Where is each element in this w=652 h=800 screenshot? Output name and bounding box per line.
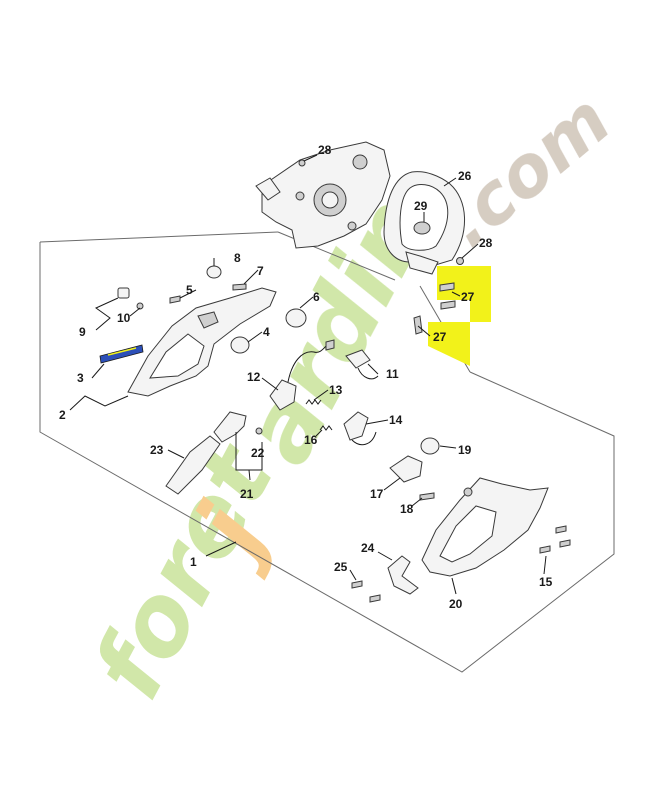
label-part-19: 19 [458,443,472,457]
label-part-27-lower: 27 [433,330,447,344]
label-part-8: 8 [234,251,241,265]
label-part-26: 26 [458,169,472,183]
label-part-14: 14 [389,413,403,427]
label-part-3: 3 [77,371,84,385]
label-part-17: 17 [370,487,384,501]
label-part-16: 16 [304,433,318,447]
leader-lines [69,154,547,595]
label-part-4: 4 [263,325,270,339]
label-part-25: 25 [334,560,348,574]
spring-parts [305,399,333,431]
cover-part [421,477,549,577]
cap-part [387,555,419,595]
throttle-trigger-part [213,411,247,443]
highlight-markers [428,266,491,366]
label-part-11: 11 [386,367,399,381]
label-part-13: 13 [329,383,343,397]
label-part-15: 15 [539,575,553,589]
label-part-5: 5 [186,283,193,297]
label-part-1: 1 [190,555,197,569]
label-part-10: 10 [117,311,131,325]
bracket-part [389,455,423,483]
label-part-27-upper: 27 [461,290,475,304]
highlight-27-lower [428,322,470,366]
label-part-18: 18 [400,502,414,516]
label-part-22: 22 [251,446,265,460]
part-labels: 28 26 29 28 27 27 8 7 6 5 4 10 9 3 2 12 … [59,143,553,611]
decal-part [99,344,144,364]
label-part-24: 24 [361,541,375,555]
switch-wiring-part [269,339,379,411]
label-part-29: 29 [414,199,428,213]
label-part-12: 12 [247,370,261,384]
label-part-23: 23 [150,443,164,457]
grip-cover-part [165,435,221,495]
label-part-28-top: 28 [318,143,332,157]
hardware-parts [117,159,571,603]
label-part-2: 2 [59,408,66,422]
lever-part [343,411,377,446]
highlight-27-upper [437,266,491,322]
label-part-6: 6 [313,290,320,304]
label-part-9: 9 [79,325,86,339]
rear-handle-housing-part [127,287,277,397]
crankcase-part [255,141,391,249]
label-part-28-right: 28 [479,236,493,250]
label-part-20: 20 [449,597,463,611]
label-part-7: 7 [257,264,264,278]
label-part-21: 21 [240,487,254,501]
